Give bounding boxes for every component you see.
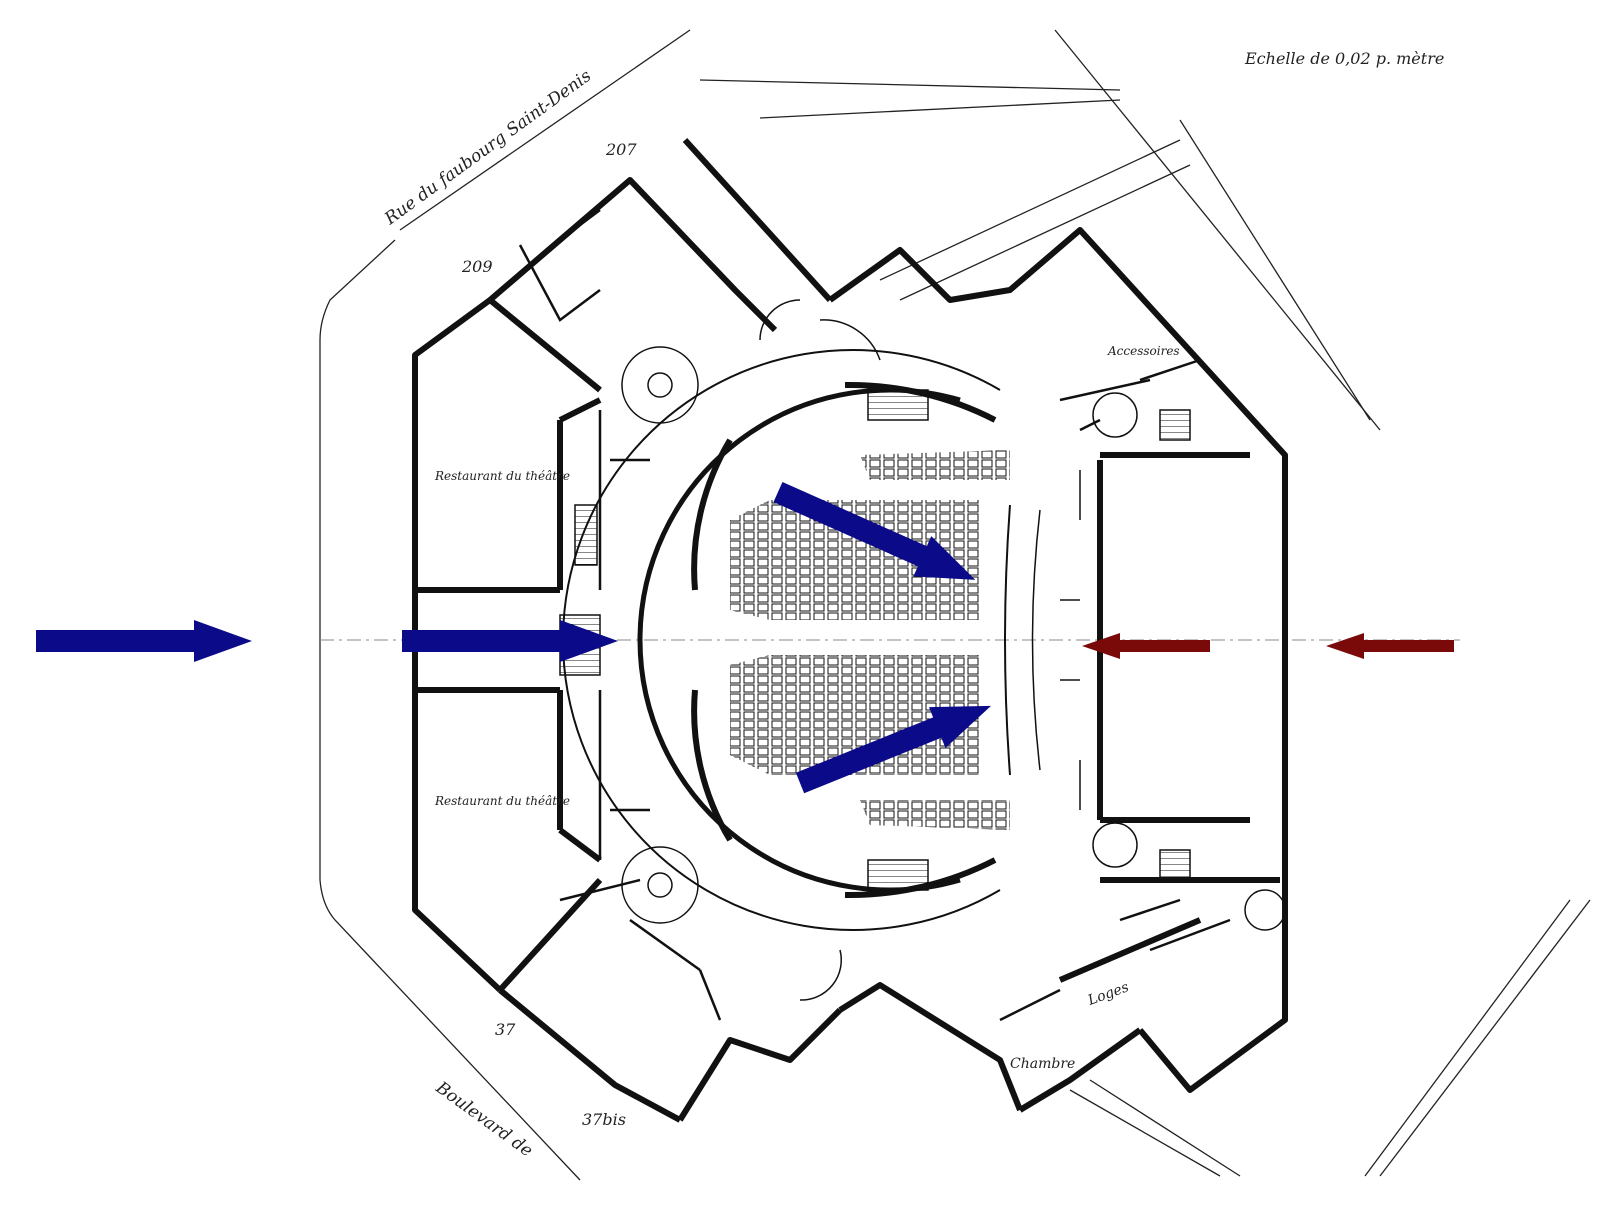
room-label-restaurant-bottom: Restaurant du théâtre	[434, 794, 570, 808]
stage-arrow-outer-head	[1326, 633, 1364, 659]
audience-entry-arrow	[36, 620, 252, 662]
audience-foyer-arrow-shaft	[402, 630, 562, 652]
stage-opening	[1060, 470, 1081, 810]
stage-arrow-outer-shaft	[1362, 640, 1454, 652]
stage-arrow-inner-head	[1082, 633, 1120, 659]
street-number-209: 209	[461, 257, 493, 276]
street-number-207: 207	[605, 140, 637, 159]
audience-foyer-arrow-head	[560, 620, 618, 662]
audience-upper-arrow-head	[913, 536, 976, 580]
audience-foyer-arrow	[402, 620, 618, 662]
street-label-south: Boulevard de	[431, 1077, 536, 1161]
audience-lower-arrow	[795, 705, 991, 794]
stage-arrow-outer	[1326, 633, 1454, 659]
street-number-37: 37	[495, 1020, 516, 1039]
stage-arrow-inner	[1082, 633, 1210, 659]
audience-lower-arrow-head	[928, 705, 991, 748]
audience-upper-arrow	[773, 481, 976, 580]
scale-label: Echelle de 0,02 p. mètre	[1244, 49, 1444, 68]
audience-upper-arrow-shaft	[773, 481, 929, 568]
interior-walls	[518, 209, 1231, 1022]
room-label-chambre: Chambre	[1010, 1056, 1075, 1072]
audience-lower-arrow-shaft	[795, 716, 944, 794]
street-label-north: Rue du faubourg Saint-Denis	[380, 66, 595, 230]
arrow-overlay	[36, 481, 1454, 794]
street-number-37bis: 37bis	[582, 1110, 626, 1129]
room-label-restaurant-top: Restaurant du théâtre	[434, 469, 570, 483]
site-boundary	[319, 29, 1591, 1181]
audience-entry-arrow-shaft	[36, 630, 196, 652]
audience-entry-arrow-head	[194, 620, 252, 662]
stage-arrow-inner-shaft	[1118, 640, 1210, 652]
room-label-loges: Loges	[1085, 979, 1131, 1009]
room-label-accessoires: Accessoires	[1107, 344, 1180, 358]
